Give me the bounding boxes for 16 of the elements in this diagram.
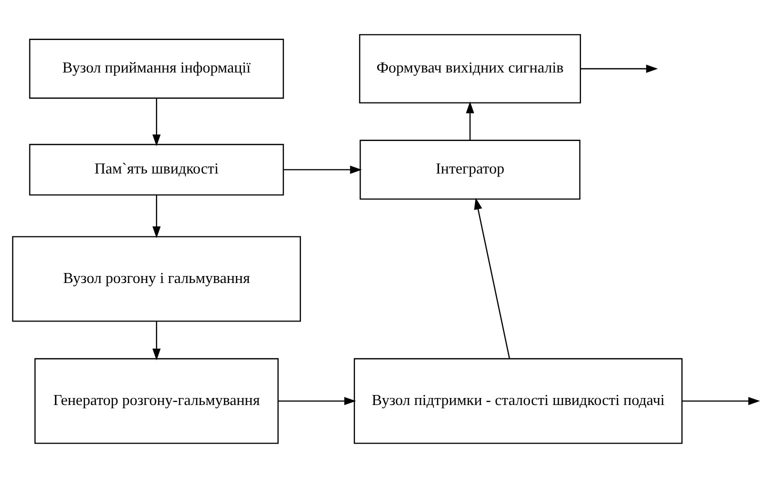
node-box: Генератор розгону-гальмування xyxy=(34,358,279,444)
node-box: Формувач вихідних сигналів xyxy=(359,34,581,103)
node-box: Вузол підтримки - сталості швидкості подачі xyxy=(354,358,683,444)
arrow xyxy=(284,165,362,174)
arrow xyxy=(152,194,161,238)
arrow xyxy=(152,320,161,360)
arrow xyxy=(152,98,161,146)
node-box: Пам`ять швидкості xyxy=(29,143,284,196)
node-box: Інтегратор xyxy=(360,139,580,200)
arrow xyxy=(466,101,474,140)
node-box: Вузол розгону і гальмування xyxy=(12,236,301,322)
arrow xyxy=(580,64,658,72)
arrow xyxy=(278,396,356,405)
arrow xyxy=(682,396,760,405)
arrow xyxy=(474,197,510,358)
node-box: Вузол приймання інформації xyxy=(29,38,284,98)
